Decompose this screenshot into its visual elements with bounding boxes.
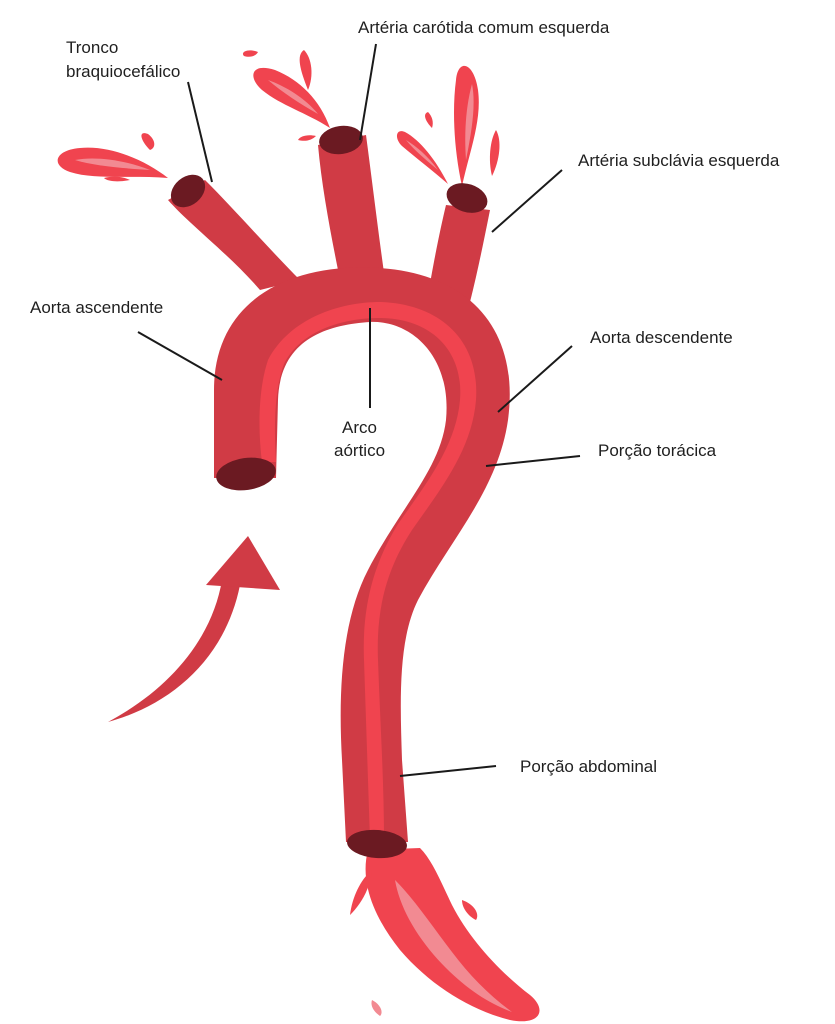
leader-porcao-toracica	[485, 455, 581, 467]
blood-splash-carotid	[242, 50, 330, 141]
curved-arrow-icon	[108, 536, 280, 722]
abdominal-aorta-opening	[347, 829, 407, 859]
label-aorta-ascendente: Aorta ascendente	[30, 298, 163, 317]
label-porcao-toracica: Porção torácica	[598, 441, 717, 460]
label-carotida: Artéria carótida comum esquerda	[358, 18, 610, 37]
leader-porcao-abdominal	[399, 765, 497, 777]
blood-splash-abdominal	[350, 848, 540, 1022]
left-subclavian-opening	[446, 183, 488, 213]
left-common-carotid-opening	[319, 125, 363, 155]
label-tronco-line2: braquiocefálico	[66, 62, 180, 81]
label-arco-line2: aórtico	[334, 441, 385, 460]
ascending-aorta-opening	[216, 457, 276, 491]
aorta-body	[214, 267, 510, 842]
blood-splash-left	[57, 133, 168, 182]
aorta-highlight	[259, 302, 477, 840]
left-common-carotid	[318, 135, 385, 280]
leader-aorta-descendente	[497, 345, 573, 413]
label-tronco-line1: Tronco	[66, 38, 118, 57]
label-arco-line1: Arco	[342, 418, 377, 437]
leader-carotida	[359, 43, 377, 141]
leader-subclavia	[491, 169, 563, 233]
brachiocephalic-opening	[170, 174, 206, 208]
label-subclavia: Artéria subclávia esquerda	[578, 151, 780, 170]
left-subclavian	[428, 205, 490, 302]
leader-tronco	[187, 81, 213, 183]
brachiocephalic-trunk	[168, 180, 300, 290]
leader-aorta-ascendente	[137, 331, 223, 381]
label-porcao-abdominal: Porção abdominal	[520, 757, 657, 776]
label-aorta-descendente: Aorta descendente	[590, 328, 733, 347]
blood-splash-subclavian	[396, 65, 500, 186]
